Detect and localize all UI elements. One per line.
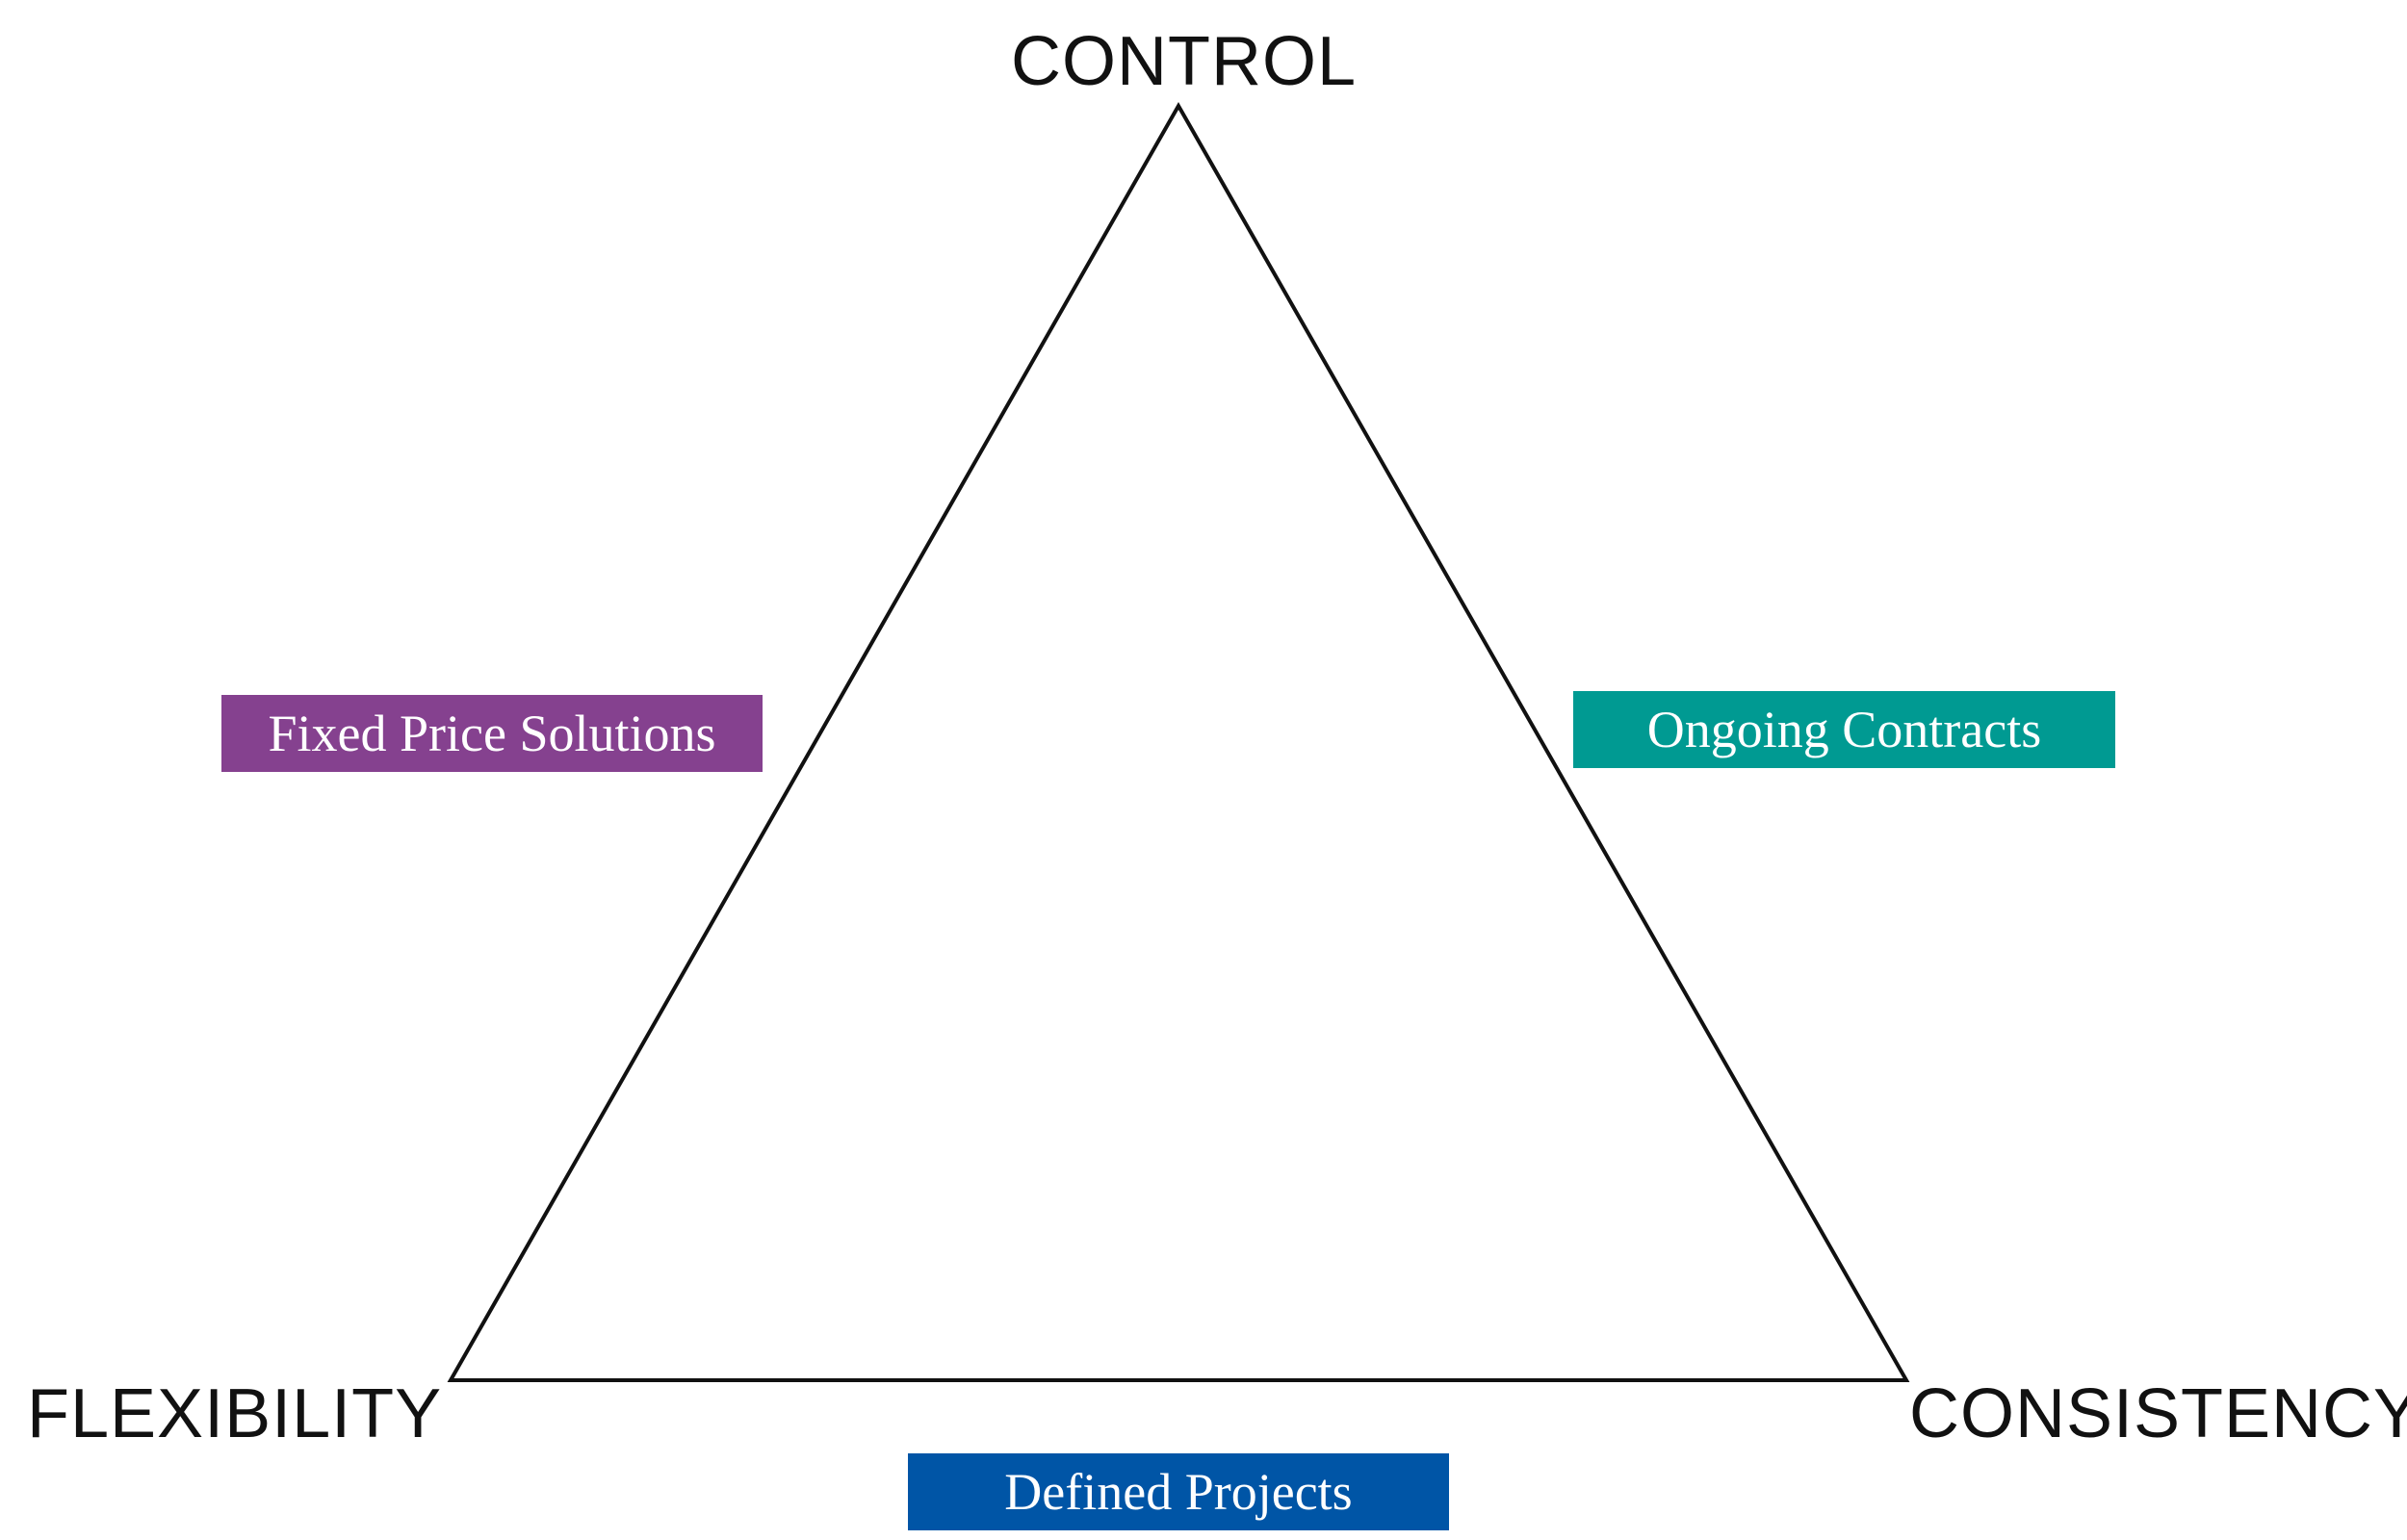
tag-ongoing-contracts: Ongoing Contracts (1573, 691, 2115, 768)
tag-defined-projects-label: Defined Projects (1004, 1463, 1353, 1521)
tag-fixed-price-solutions: Fixed Price Solutions (221, 695, 763, 772)
tag-defined-projects: Defined Projects (908, 1453, 1449, 1530)
tag-ongoing-contracts-label: Ongoing Contracts (1646, 701, 2042, 758)
triangle-outline (447, 101, 1910, 1382)
vertex-label-control: CONTROL (1011, 23, 1358, 100)
vertex-label-consistency: CONSISTENCY (1909, 1375, 2407, 1452)
vertex-label-flexibility: FLEXIBILITY (27, 1375, 443, 1452)
tag-fixed-price-solutions-label: Fixed Price Solutions (268, 705, 716, 762)
